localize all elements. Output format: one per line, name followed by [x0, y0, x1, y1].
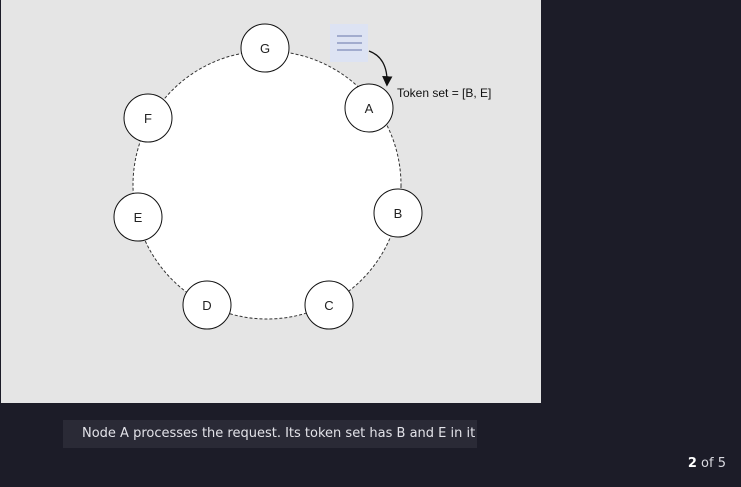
request-arrow [368, 50, 393, 87]
node-e[interactable]: E [113, 192, 163, 242]
node-label: F [144, 111, 152, 126]
node-f[interactable]: F [123, 93, 173, 143]
node-label: G [260, 41, 270, 56]
step-caption: Node A processes the request. Its token … [63, 420, 477, 448]
total-steps: of 5 [696, 456, 726, 471]
node-g[interactable]: G [240, 23, 290, 73]
diagram-canvas: Token set = [B, E] G A B C D E F [1, 0, 541, 403]
node-label: B [394, 206, 403, 221]
current-step: 2 [687, 456, 697, 471]
node-c[interactable]: C [304, 280, 354, 330]
node-b[interactable]: B [373, 188, 423, 238]
node-a[interactable]: A [344, 83, 394, 133]
ring-diagram: Token set = [B, E] G A B C D E F [113, 23, 491, 330]
token-set-annotation: Token set = [B, E] [397, 86, 491, 100]
step-pager: 2 of 5 [688, 456, 726, 471]
node-label: E [134, 210, 143, 225]
node-label: D [202, 298, 211, 313]
request-icon [330, 24, 368, 62]
node-label: C [324, 298, 333, 313]
node-label: A [365, 101, 374, 116]
node-d[interactable]: D [182, 280, 232, 330]
